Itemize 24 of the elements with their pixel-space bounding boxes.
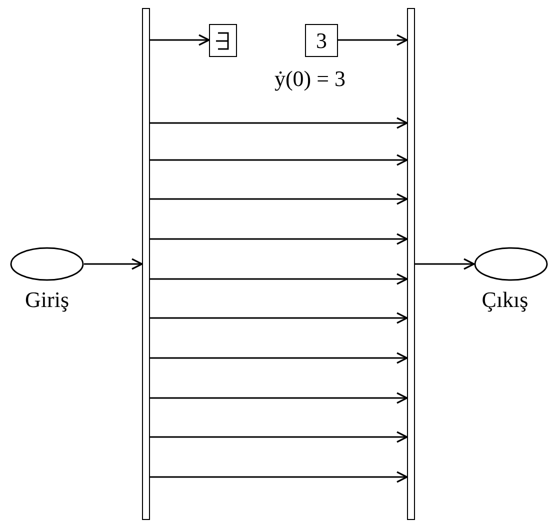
ellipse-terminal — [10, 247, 84, 281]
arrow — [150, 471, 408, 483]
ellipse-terminal — [474, 247, 548, 281]
arrow — [150, 312, 408, 324]
arrow — [150, 34, 210, 46]
block-box — [209, 24, 237, 57]
block-box — [305, 24, 338, 57]
arrow — [150, 352, 408, 364]
arrow — [150, 233, 408, 245]
arrow — [415, 258, 475, 270]
arrow — [150, 273, 408, 285]
mux-bar — [407, 8, 415, 520]
arrow — [150, 117, 408, 129]
arrow — [150, 193, 408, 205]
initial-condition-label: ẏ(0) = 3 — [274, 68, 346, 90]
port-label: Giriş — [25, 289, 69, 311]
arrow — [338, 34, 408, 46]
arrow — [150, 392, 408, 404]
port-label: Çıkış — [482, 289, 528, 311]
block-value: 3 — [316, 30, 327, 52]
arrow — [150, 431, 408, 443]
mux-bar — [142, 8, 150, 520]
arrow — [84, 258, 143, 270]
arrow — [150, 154, 408, 166]
